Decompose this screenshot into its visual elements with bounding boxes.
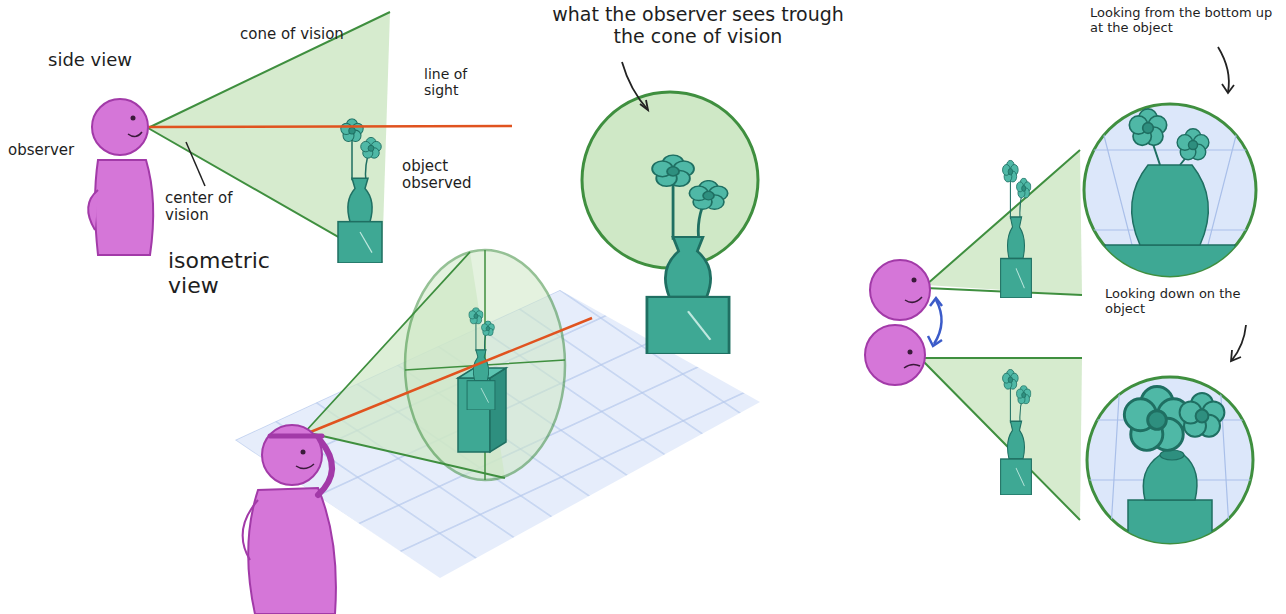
- angle-note: Looking from the bottom up at the object: [1090, 6, 1280, 36]
- part-label: center of vision: [165, 190, 270, 225]
- view-title: isometric view: [168, 248, 288, 299]
- part-label: cone of vision: [240, 26, 380, 43]
- observer-view: [582, 62, 758, 354]
- angle-comparison: [865, 47, 1256, 550]
- side-view-figure: [88, 12, 512, 263]
- view-title: side view: [48, 50, 178, 71]
- part-label: object observed: [402, 158, 502, 193]
- part-label: line of sight: [424, 66, 504, 98]
- part-label: observer: [8, 142, 98, 159]
- angle-note: Looking down on the object: [1105, 287, 1255, 317]
- caption-note: what the observer sees trough the cone o…: [548, 4, 848, 48]
